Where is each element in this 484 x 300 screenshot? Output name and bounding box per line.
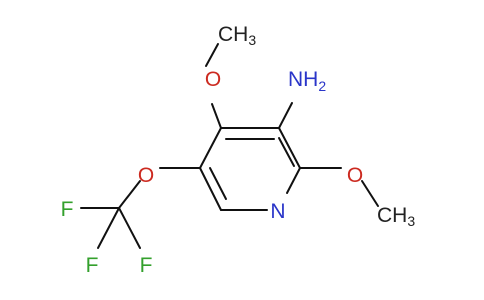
ring-bond-c3-c2 [278, 127, 301, 169]
bond-c4-o [211, 103, 222, 129]
methyl-top-label: CH3 [218, 23, 256, 48]
amine-label: NH2 [288, 68, 326, 94]
bond-c3-nh2 [278, 102, 293, 129]
bond-c-f-down [97, 207, 120, 249]
fluorine-down-label: F [86, 254, 99, 277]
ring-double-c5-c6-inner [209, 167, 227, 200]
bond-layer [80, 43, 379, 249]
ring-nitrogen-label: N [270, 200, 285, 223]
ether-oxygen-label: O [138, 164, 154, 187]
ring-bond-c5-c4 [199, 127, 222, 169]
bond-o-ch3-right [361, 180, 379, 207]
ring-bond-c2-n [286, 167, 301, 194]
methoxy-top-oxygen: O [205, 68, 221, 91]
bond-o-ch3-top [205, 43, 219, 67]
fluorine-left-label: F [61, 198, 74, 221]
bond-o-cf3 [118, 180, 141, 209]
ring-bond-c6-c5 [199, 167, 222, 211]
bond-c-f-right [118, 207, 141, 249]
ring-double-c2-c3-inner [278, 137, 295, 167]
fluorine-right-label: F [140, 254, 153, 277]
methoxy-right-oxygen: O [347, 164, 363, 187]
methyl-right-label: CH3 [377, 204, 415, 229]
